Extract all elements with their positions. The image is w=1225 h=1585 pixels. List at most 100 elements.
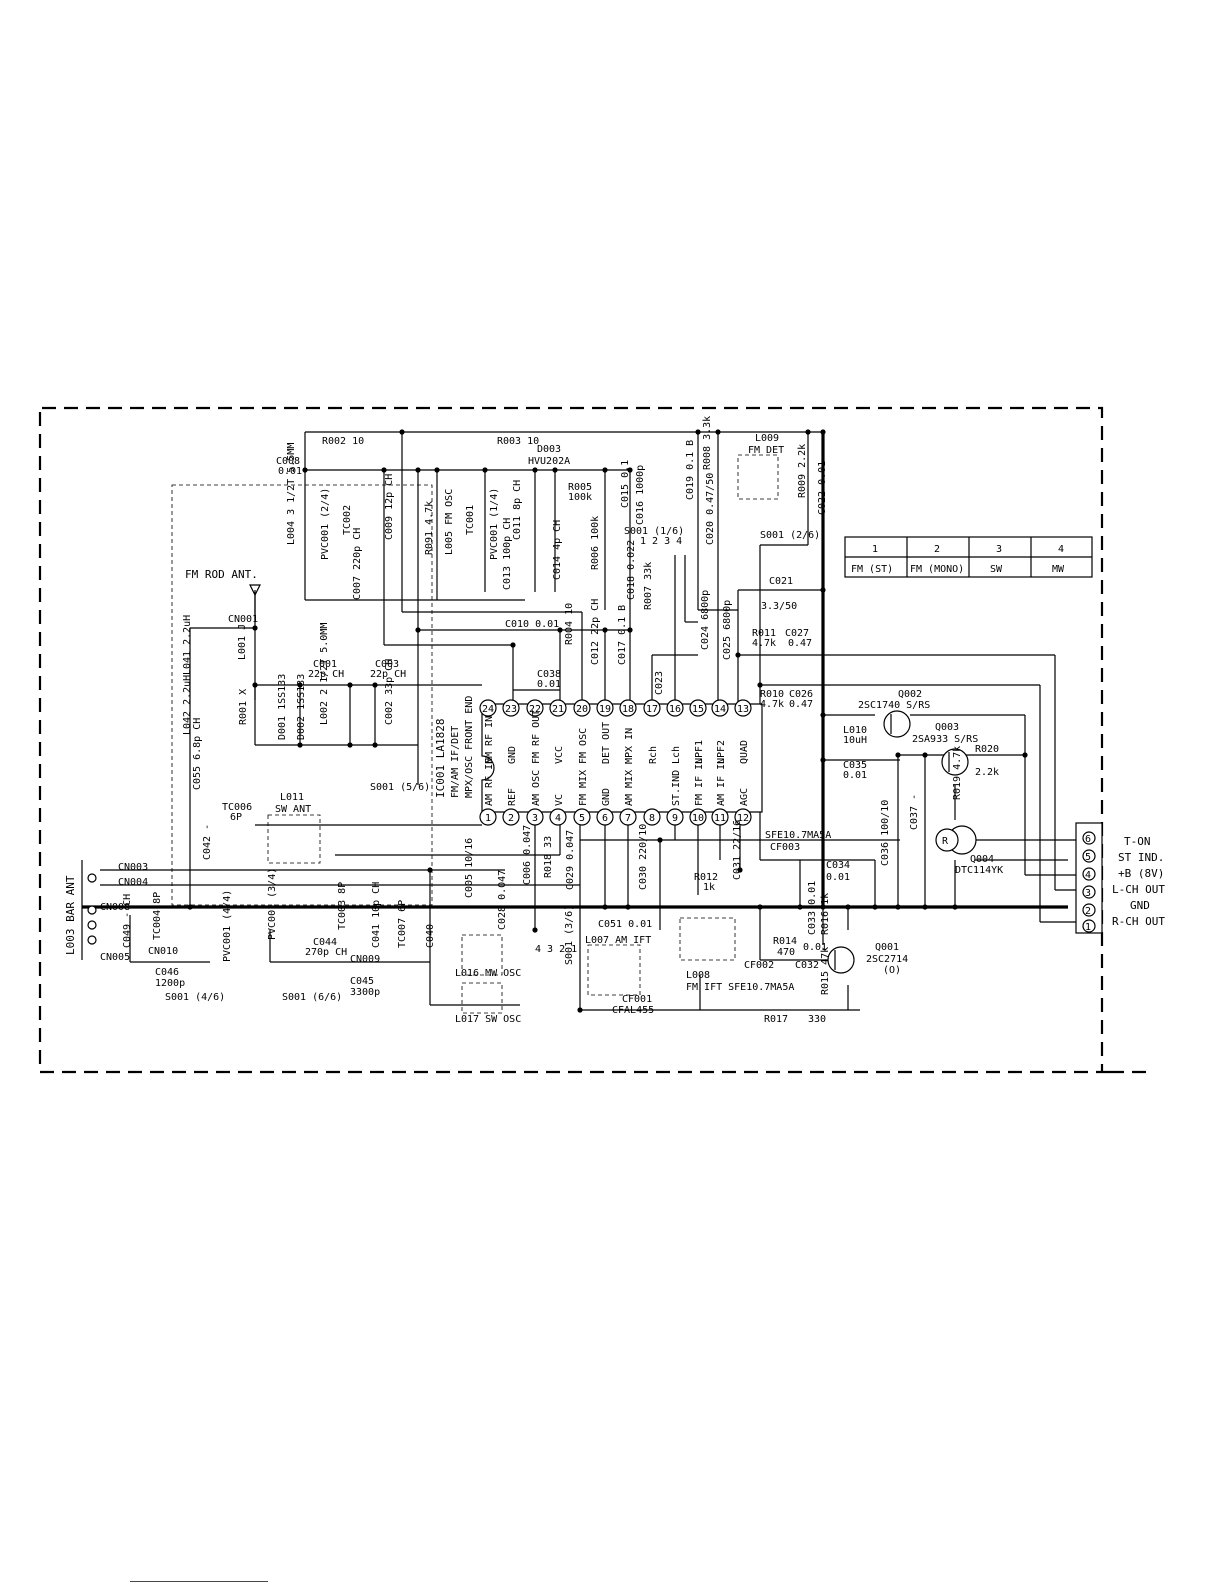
band-v3: SW [990, 564, 1003, 575]
label-l010: L010 [843, 725, 867, 736]
band-h4: 4 [1058, 544, 1064, 555]
label-tc006v: 6P [230, 812, 242, 823]
l007-can [587, 944, 641, 996]
label-c035v: 0.01 [843, 770, 867, 781]
ic-pin-label-22: FM RF OUT [531, 710, 542, 764]
ic-pin-label-15: LPF1 [694, 740, 705, 764]
conn-label-st-ind: ST IND. [1118, 851, 1164, 864]
junction-dot [737, 867, 743, 873]
label-c020: C020 0.47/50 [705, 473, 716, 545]
label-c044: C044 [313, 937, 337, 948]
ic-pin-label-7: AM MIX [624, 770, 635, 806]
label-c033: C033 0.01 [807, 881, 818, 935]
bar-ant-label: L003 BAR ANT [64, 875, 77, 955]
junction-dot [399, 429, 405, 435]
label-r005: R005 [568, 482, 592, 493]
top-wiring [304, 431, 1080, 923]
label-l004: L004 3 1/2T 5.5MM [286, 443, 297, 545]
ic-pin-11 [711, 808, 729, 826]
label-r019: R019 4.7k [952, 746, 963, 800]
junction-dot [895, 904, 901, 910]
junction-dot [415, 627, 421, 633]
junction-dot [805, 429, 811, 435]
junction-dot [1022, 752, 1028, 758]
label-d001: D001 1SS133 [277, 674, 288, 740]
label-c021: C021 [769, 576, 793, 587]
q001-rank: (O) [883, 965, 901, 976]
ic-pin-num-19: 19 [599, 704, 611, 715]
label-r012v: 1k [703, 882, 715, 893]
label-c035: C035 [843, 760, 867, 771]
label-r001: R001 X [238, 689, 249, 725]
ic-pin-13 [734, 699, 752, 717]
label-l010v: 10uH [843, 735, 867, 746]
junction-dot [381, 467, 387, 473]
ic-pin-label-4: VC [554, 794, 565, 806]
label-s001anum: 1 2 3 4 [640, 536, 682, 547]
label-cn004: CN004 [118, 877, 148, 888]
label-c034: C034 [826, 860, 850, 871]
bar-antenna-icon [81, 860, 97, 960]
ic-pin-label-2: REF [507, 788, 518, 806]
label-c040: C040 - [425, 912, 436, 948]
label-c045: C045 [350, 976, 374, 987]
label-c026: C026 [789, 689, 813, 700]
q001-part: 2SC2714 [866, 954, 908, 965]
label-c025: C025 6800p [722, 600, 733, 660]
q002-ref: Q002 [898, 689, 922, 700]
q004-part: DTC114YK [955, 865, 1003, 876]
ic-pin-label-3: AM OSC [531, 770, 542, 806]
fm-rod-ant-label: FM ROD ANT. [185, 568, 258, 581]
junction-dot [434, 467, 440, 473]
conn-label-gnd: GND [1130, 899, 1150, 912]
label-c042: C042 - [202, 824, 213, 860]
ic-pin-num-15: 15 [692, 704, 704, 715]
junction-dot [252, 625, 258, 631]
label-s001e: S001 (6/6) [282, 992, 342, 1003]
ic-pin-num-14: 14 [714, 704, 726, 715]
ic001-desc2: MPX/OSC FRONT END [464, 696, 475, 798]
label-r007: R007 33k [643, 562, 654, 610]
label-c026v: 0.47 [789, 699, 813, 710]
l011-label: L011 [280, 792, 304, 803]
label-c008: C008 [276, 456, 300, 467]
label-c027: C027 [785, 628, 809, 639]
sw-ant-label: SW ANT [275, 804, 311, 815]
band-v4: MW [1052, 564, 1065, 575]
label-c049: C049 - CH [122, 894, 133, 948]
ic-pin-1 [479, 808, 497, 826]
ic-pin-num-1: 1 [485, 813, 491, 824]
label-l008v: FM IFT SFE10.7MA5A [686, 982, 794, 993]
label-tc004: TC004 8P [152, 892, 163, 940]
q002-symbol [883, 710, 911, 738]
junction-dot [577, 1007, 583, 1013]
label-c009: C009 12p CH [384, 474, 395, 540]
ic-pin-label-12: AGC [739, 788, 750, 806]
label-d003: D003 [537, 444, 561, 455]
label-l041: L041 2.2uH [182, 615, 193, 675]
junction-dot [347, 742, 353, 748]
ic-pin-num-9: 9 [672, 813, 678, 824]
q004-mark: R [942, 836, 949, 847]
ic-pin-22 [526, 699, 544, 717]
ic-pin-num-20: 20 [576, 704, 588, 715]
conn-pin-1: 1 [1085, 922, 1091, 933]
junction-dot [952, 904, 958, 910]
band-v2: FM (MONO) [910, 564, 964, 575]
label-c013: C013 100p CH [502, 518, 513, 590]
label-c001v: 22p CH [308, 669, 344, 680]
label-cn008: CN008 [100, 902, 130, 913]
conn-label-b-8v: +B (8V) [1118, 867, 1164, 880]
ic-pin-label-14: LPF2 [716, 740, 727, 764]
label-d002: D002 1SS133 [296, 674, 307, 740]
label-r002: R002 10 [322, 436, 364, 447]
label-c008v: 0.01 [278, 466, 302, 477]
label-c038: C038 [537, 669, 561, 680]
label-l008: L008 [686, 970, 710, 981]
conn-label-l-ch-out: L-CH OUT [1112, 883, 1165, 896]
junction-dot [482, 467, 488, 473]
ic-pin-num-4: 4 [555, 813, 561, 824]
ic-pin-label-18: MPX IN [624, 728, 635, 764]
label-c014: C014 4p CH [552, 520, 563, 580]
junction-dot [297, 742, 303, 748]
